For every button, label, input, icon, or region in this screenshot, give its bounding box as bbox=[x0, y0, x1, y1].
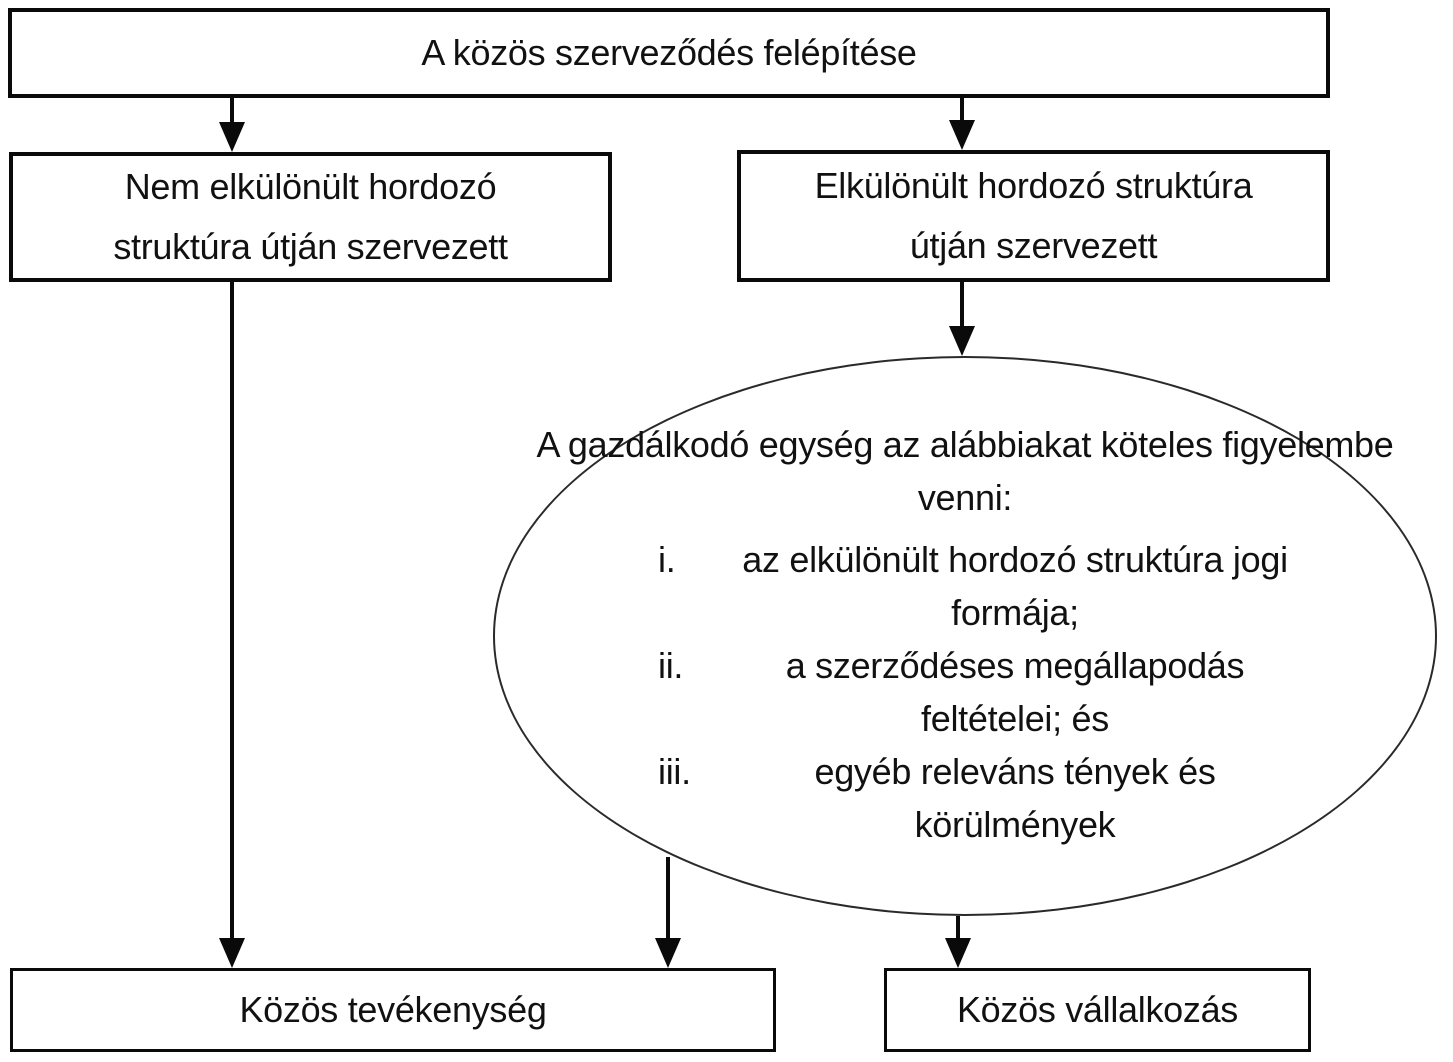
node-structure-title-label: A közös szerveződés felépítése bbox=[421, 32, 917, 73]
list-item-numeral: i. bbox=[658, 539, 676, 580]
arrow-right-branch-to-considerations bbox=[949, 282, 975, 356]
node-considerations-ellipse: A gazdálkodó egység az alábbiakat kötele… bbox=[493, 356, 1437, 916]
list-item-text: az elkülönült hordozó struktúra jogi for… bbox=[742, 539, 1288, 633]
node-structure-title: A közös szerveződés felépítése bbox=[8, 8, 1330, 98]
considerations-heading: A gazdálkodó egység az alábbiakat kötele… bbox=[495, 418, 1435, 524]
node-not-separate-vehicle-line2: struktúra útján szervezett bbox=[113, 226, 508, 267]
node-not-separate-vehicle: Nem elkülönült hordozó struktúra útján s… bbox=[9, 152, 612, 282]
node-separate-vehicle-line1: Elkülönült hordozó struktúra bbox=[814, 165, 1253, 206]
arrow-considerations-to-bottom-right bbox=[945, 916, 971, 968]
list-item-text: a szerződéses megállapodás feltételei; é… bbox=[785, 645, 1245, 739]
node-joint-operation: Közös tevékenység bbox=[10, 968, 776, 1052]
list-item: iii. egyéb releváns tények és körülménye… bbox=[658, 745, 1318, 851]
node-joint-venture: Közös vállalkozás bbox=[884, 968, 1311, 1052]
list-item-numeral: iii. bbox=[658, 751, 691, 792]
arrow-top-to-right-branch bbox=[949, 98, 975, 150]
considerations-list: i. az elkülönült hordozó struktúra jogi … bbox=[658, 533, 1318, 851]
arrow-considerations-to-bottom-left bbox=[655, 857, 681, 968]
node-joint-operation-label: Közös tevékenység bbox=[239, 989, 547, 1030]
arrow-left-branch-to-bottom-left bbox=[219, 282, 245, 968]
node-joint-venture-label: Közös vállalkozás bbox=[956, 989, 1239, 1030]
node-not-separate-vehicle-line1: Nem elkülönült hordozó bbox=[124, 166, 497, 207]
node-separate-vehicle-line2: útján szervezett bbox=[909, 225, 1158, 266]
considerations-heading-line2: köteles figyelembe venni: bbox=[917, 424, 1394, 518]
considerations-heading-line1: A gazdálkodó egység az alábbiakat bbox=[536, 424, 1092, 465]
list-item-text: egyéb releváns tények és körülmények bbox=[814, 751, 1216, 845]
arrow-top-to-left-branch bbox=[219, 98, 245, 152]
node-separate-vehicle: Elkülönült hordozó struktúra útján szerv… bbox=[737, 150, 1330, 282]
list-item-numeral: ii. bbox=[658, 645, 684, 686]
list-item: i. az elkülönült hordozó struktúra jogi … bbox=[658, 533, 1318, 639]
list-item: ii. a szerződéses megállapodás feltétele… bbox=[658, 639, 1318, 745]
